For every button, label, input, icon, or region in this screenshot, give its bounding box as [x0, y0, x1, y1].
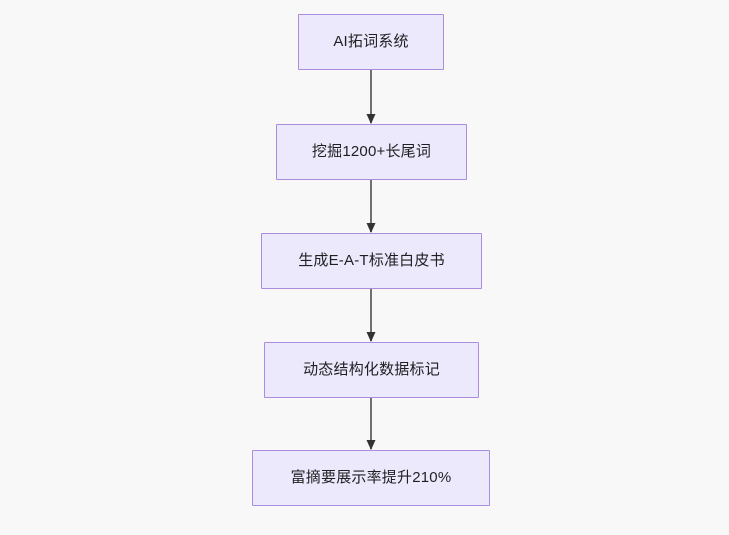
flow-node-label: 挖掘1200+长尾词	[311, 143, 432, 160]
flow-node-mine-longtail-keywords[interactable]: 挖掘1200+长尾词	[276, 124, 467, 180]
flow-node-dynamic-structured-data-markup[interactable]: 动态结构化数据标记	[264, 342, 479, 398]
flow-node-ai-keyword-system[interactable]: AI拓词系统	[298, 14, 444, 70]
flow-node-label: 富摘要展示率提升210%	[290, 469, 452, 486]
flow-node-label: 动态结构化数据标记	[303, 361, 440, 378]
flow-node-label: AI拓词系统	[333, 33, 409, 50]
flow-node-generate-eat-whitepaper[interactable]: 生成E-A-T标准白皮书	[261, 233, 482, 289]
flow-node-rich-snippet-rate-increase[interactable]: 富摘要展示率提升210%	[252, 450, 490, 506]
flow-node-label: 生成E-A-T标准白皮书	[298, 252, 445, 269]
